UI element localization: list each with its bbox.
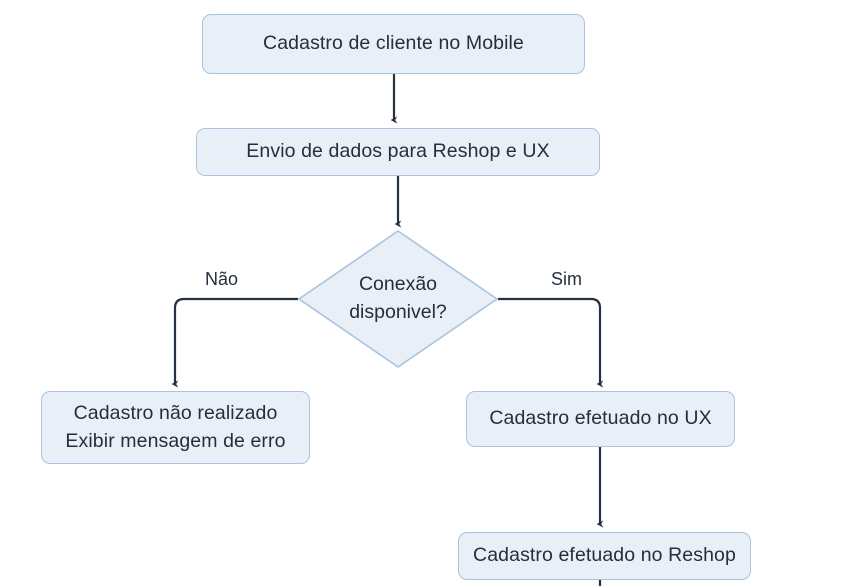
node-cadastro-efetuado-ux[interactable]: Cadastro efetuado no UX xyxy=(466,391,735,447)
node-label: Cadastro efetuado no Reshop xyxy=(473,544,736,567)
node-cadastro-cliente-mobile[interactable]: Cadastro de cliente no Mobile xyxy=(202,14,585,74)
edge-label-nao: Não xyxy=(205,270,238,288)
edge-label-text: Sim xyxy=(551,269,582,289)
node-conexao-disponivel[interactable]: Conexão disponivel? xyxy=(297,230,499,368)
node-label: Envio de dados para Reshop e UX xyxy=(246,140,550,163)
node-label: Cadastro efetuado no UX xyxy=(489,407,712,430)
node-envio-dados[interactable]: Envio de dados para Reshop e UX xyxy=(196,128,600,176)
diamond-shape xyxy=(297,230,499,368)
connector-decision-to-erro xyxy=(171,297,298,388)
connector-decision-to-ux xyxy=(498,297,604,388)
node-label-line1: Cadastro não realizado xyxy=(73,401,278,424)
edge-label-text: Não xyxy=(205,269,239,289)
node-cadastro-nao-realizado[interactable]: Cadastro não realizado Exibir mensagem d… xyxy=(41,391,310,464)
edge-label-sim: Sim xyxy=(551,270,582,288)
node-label-line2: Exibir mensagem de erro xyxy=(65,429,286,452)
node-label: Cadastro de cliente no Mobile xyxy=(263,32,524,55)
node-cadastro-efetuado-reshop[interactable]: Cadastro efetuado no Reshop xyxy=(458,532,751,580)
